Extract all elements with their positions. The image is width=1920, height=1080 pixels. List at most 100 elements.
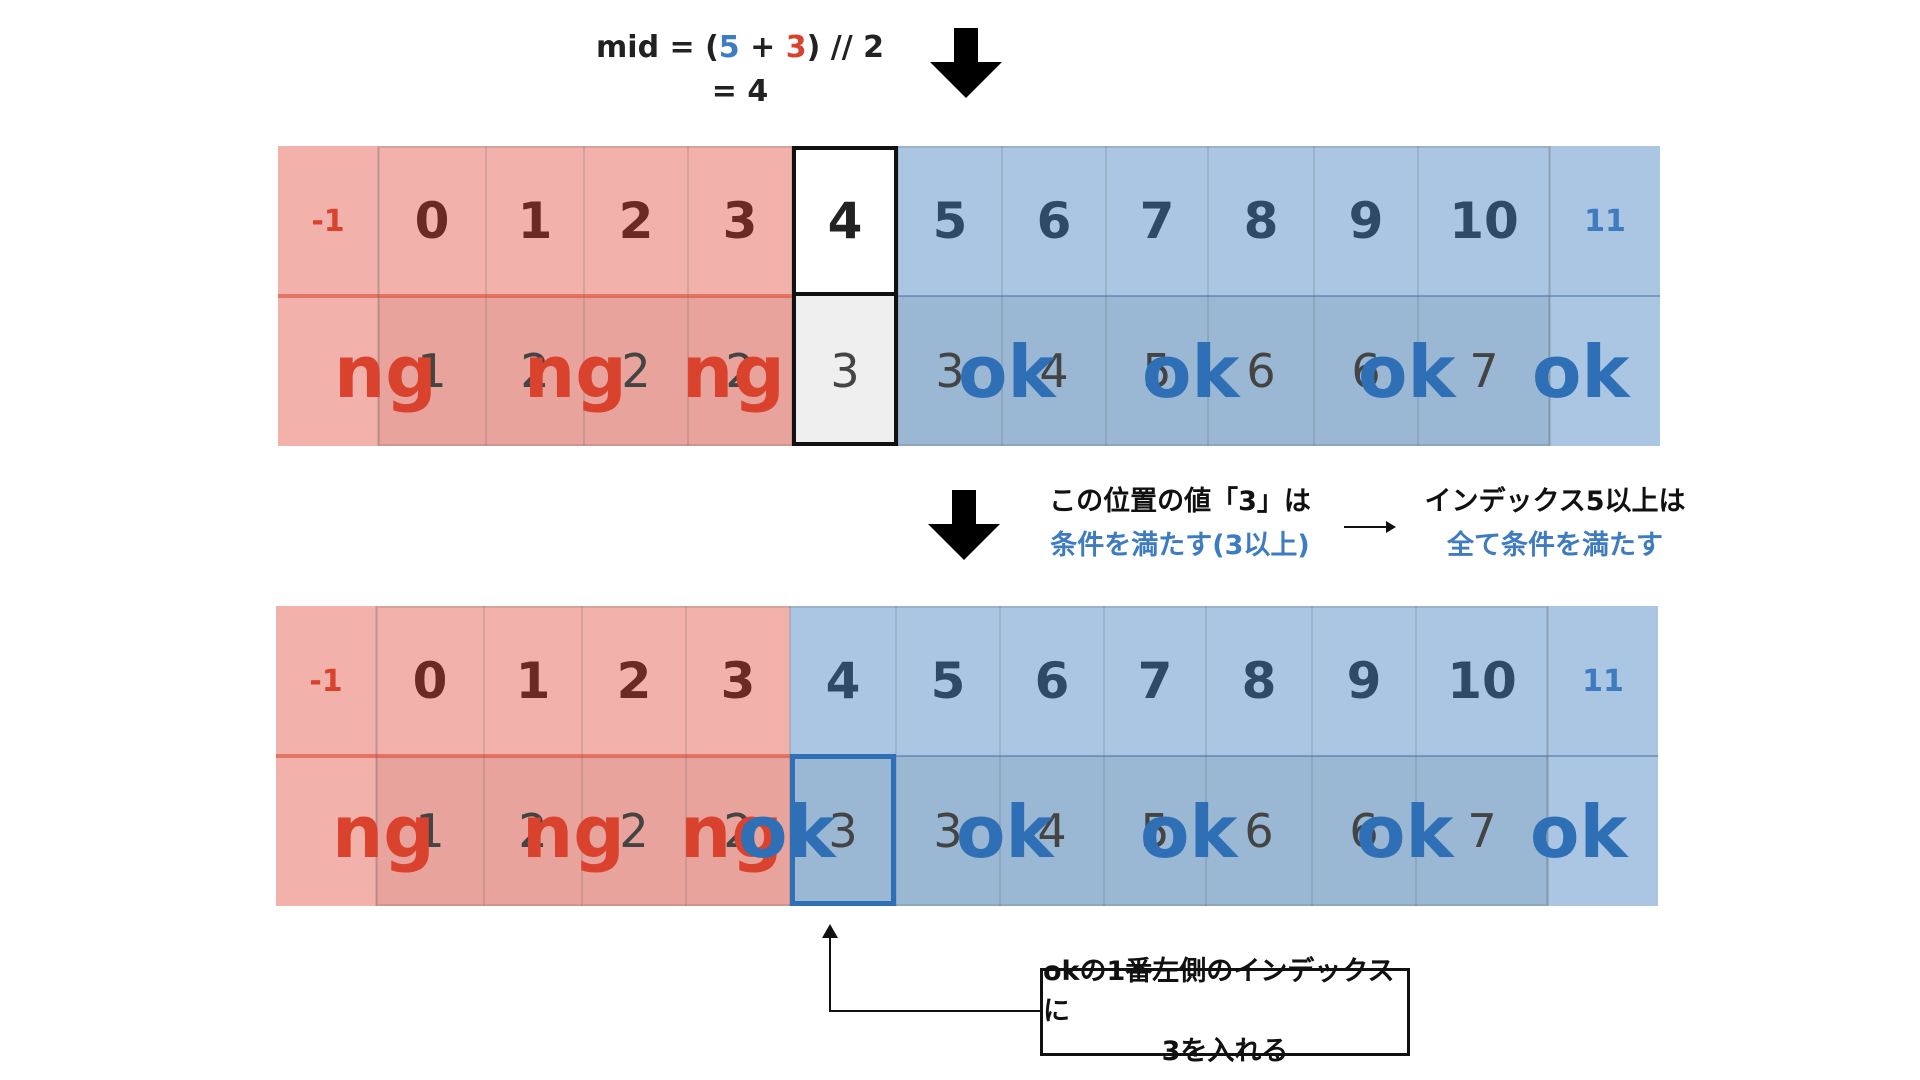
- ok-tag: ok: [958, 330, 1056, 414]
- array-value: 6: [1349, 804, 1379, 858]
- array-value: 6: [1351, 344, 1381, 398]
- index-label: 3: [722, 192, 758, 250]
- column-separator: [377, 146, 379, 446]
- index-label: 5: [932, 192, 968, 250]
- column-separator: [999, 606, 1001, 906]
- array-value: 4: [1037, 804, 1067, 858]
- index-label: 9: [1348, 192, 1384, 250]
- first-ok-highlight: [790, 754, 896, 906]
- array-value: 6: [1246, 344, 1276, 398]
- ok-region: [898, 146, 1660, 446]
- row-divider: [276, 754, 790, 758]
- array-value: 2: [619, 804, 649, 858]
- ng-tag: ng: [680, 790, 783, 874]
- ng-tag: ng: [522, 790, 625, 874]
- index-label: -1: [311, 203, 345, 239]
- index-label: 7: [1139, 192, 1175, 250]
- index-label: 1: [515, 652, 551, 710]
- array-value: 7: [1469, 344, 1499, 398]
- column-separator: [581, 606, 583, 906]
- index-label: 6: [1036, 192, 1072, 250]
- column-separator: [375, 606, 377, 906]
- array-value: 4: [1039, 344, 1069, 398]
- column-separator: [1205, 606, 1207, 906]
- index-label: 0: [414, 192, 450, 250]
- ng-tag: ng: [682, 330, 785, 414]
- row-divider: [790, 755, 1658, 757]
- ok-tag: ok: [1358, 330, 1456, 414]
- column-separator: [685, 606, 687, 906]
- down-arrow-icon: [928, 490, 1000, 560]
- column-separator: [1001, 146, 1003, 446]
- column-separator: [1311, 606, 1313, 906]
- index-label: 5: [930, 652, 966, 710]
- row-divider: [898, 295, 1660, 297]
- column-separator: [583, 146, 585, 446]
- array-shade-ok: [898, 296, 1550, 446]
- ok-tag: ok: [1142, 330, 1240, 414]
- ok-tag: ok: [1530, 790, 1628, 874]
- index-label: 2: [616, 652, 652, 710]
- index-label: 4: [825, 652, 861, 710]
- column-separator: [1417, 146, 1419, 446]
- ok-tag: ok: [956, 790, 1054, 874]
- column-separator: [1103, 606, 1105, 906]
- index-label: 2: [618, 192, 654, 250]
- index-label: -1: [309, 663, 343, 699]
- mid-formula-line1: mid = (5 + 3) // 2: [596, 30, 884, 65]
- array-value: 3: [935, 344, 965, 398]
- column-separator: [1415, 606, 1417, 906]
- ok-region: [790, 606, 1658, 906]
- ng-tag: ng: [524, 330, 627, 414]
- right-arrow-icon: [1344, 520, 1398, 534]
- index-label: 11: [1582, 663, 1624, 699]
- callout-box: okの1番左側のインデックスに 3を入れる: [1040, 956, 1410, 1067]
- array-value: 3: [933, 804, 963, 858]
- mid-value-highlight: [792, 292, 898, 446]
- column-separator: [1547, 606, 1549, 906]
- ok-tag: ok: [738, 790, 836, 874]
- column-separator: [897, 146, 899, 446]
- array-value: 1: [417, 344, 447, 398]
- column-separator: [1549, 146, 1551, 446]
- callout-connector: [829, 928, 831, 1012]
- array-value: 5: [1140, 804, 1170, 858]
- column-separator: [1105, 146, 1107, 446]
- array-value: 2: [621, 344, 651, 398]
- array-value: 7: [1467, 804, 1497, 858]
- index-label: 11: [1584, 203, 1626, 239]
- index-label: 6: [1034, 652, 1070, 710]
- ng-tag: ng: [332, 790, 435, 874]
- ok-tag: ok: [1532, 330, 1630, 414]
- array-value: 2: [725, 344, 755, 398]
- condition-note: この位置の値「3」は 条件を満たす(3以上): [1049, 486, 1311, 561]
- index-label: 8: [1243, 192, 1279, 250]
- array-value: 1: [415, 804, 445, 858]
- index-label: 3: [720, 652, 756, 710]
- ok-tag: ok: [1140, 790, 1238, 874]
- array-value: 2: [723, 804, 753, 858]
- column-separator: [1313, 146, 1315, 446]
- column-separator: [895, 606, 897, 906]
- array-value: 3: [830, 344, 860, 398]
- index-label: 10: [1447, 652, 1517, 710]
- mid-formula: mid = (5 + 3) // 2 = 4: [560, 26, 920, 114]
- array-value: 2: [520, 344, 550, 398]
- index-label: 9: [1346, 652, 1382, 710]
- formula-ng-value: 3: [785, 30, 807, 65]
- array-value: 3: [828, 804, 858, 858]
- row-divider: [278, 294, 792, 298]
- column-separator: [485, 146, 487, 446]
- column-separator: [687, 146, 689, 446]
- column-separator: [483, 606, 485, 906]
- ng-tag: ng: [334, 330, 437, 414]
- array-shade-ng: [376, 756, 790, 906]
- down-arrow-icon: [930, 28, 1002, 98]
- up-arrow-icon: [822, 924, 838, 938]
- index-label: 4: [827, 192, 863, 250]
- array-value: 6: [1244, 804, 1274, 858]
- range-note: インデックス5以上は 全て条件を満たす: [1424, 486, 1686, 561]
- callout-connector: [829, 1010, 1041, 1012]
